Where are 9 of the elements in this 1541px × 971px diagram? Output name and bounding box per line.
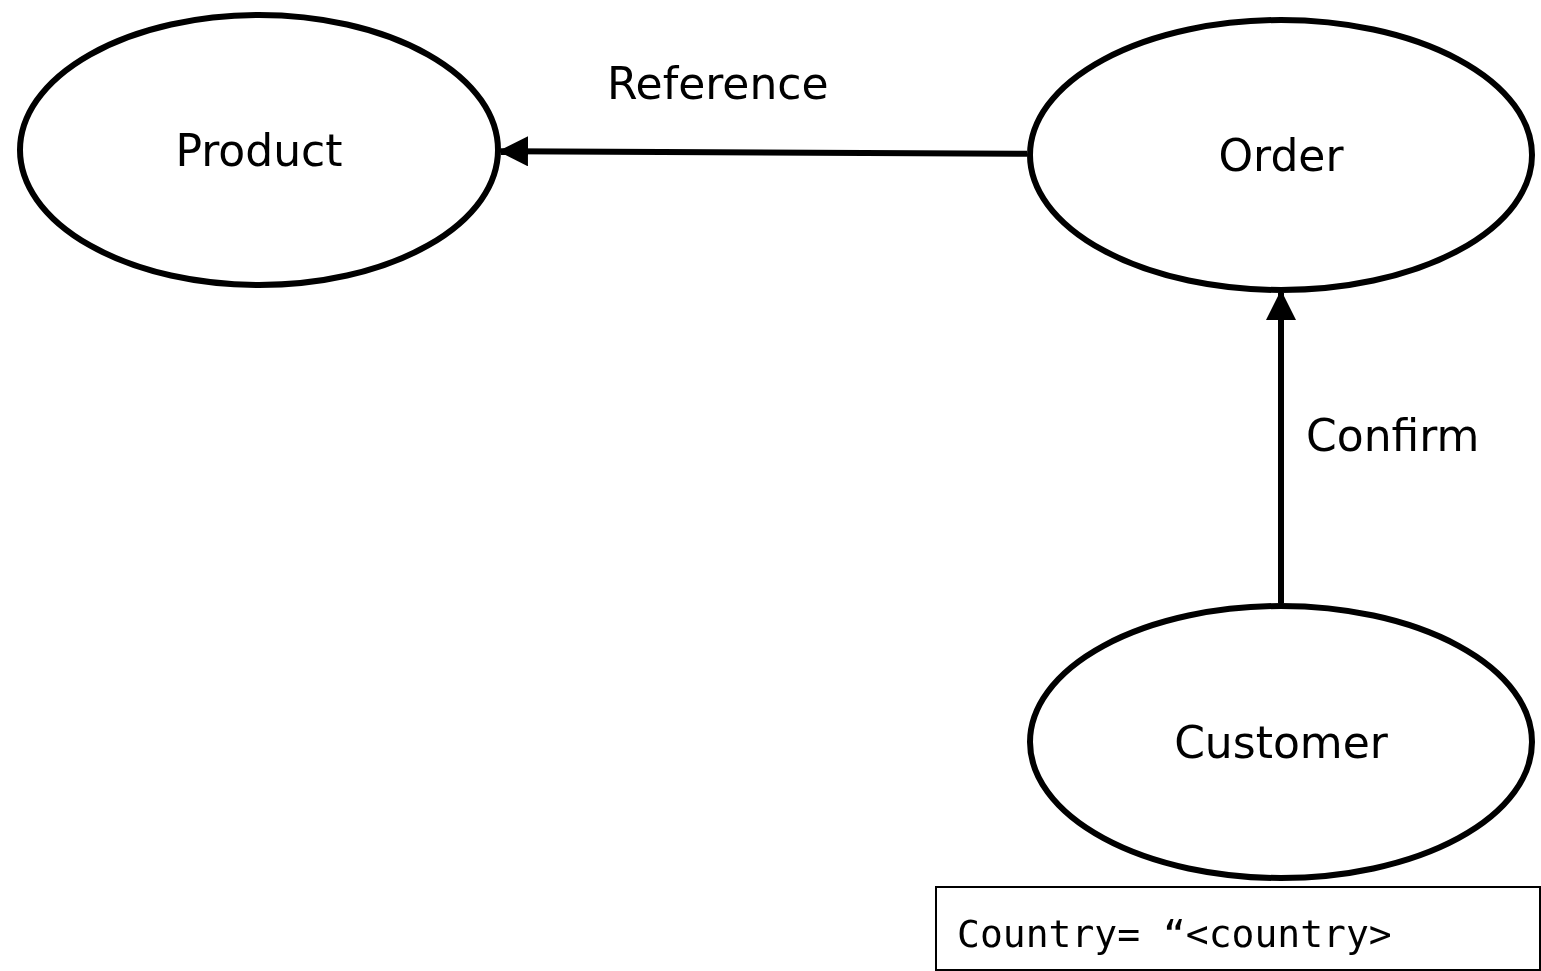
entity-name: Order <box>1218 129 1344 181</box>
entity-name: Customer <box>1174 716 1388 768</box>
arrow <box>1266 290 1296 603</box>
note-box <box>935 886 1541 971</box>
entity-ellipse <box>1027 603 1535 881</box>
entity-name: Product <box>175 124 343 176</box>
entity-ellipse <box>17 12 501 288</box>
entity-ellipse <box>1027 17 1535 293</box>
note-text: Country= “<country> <box>957 911 1392 956</box>
